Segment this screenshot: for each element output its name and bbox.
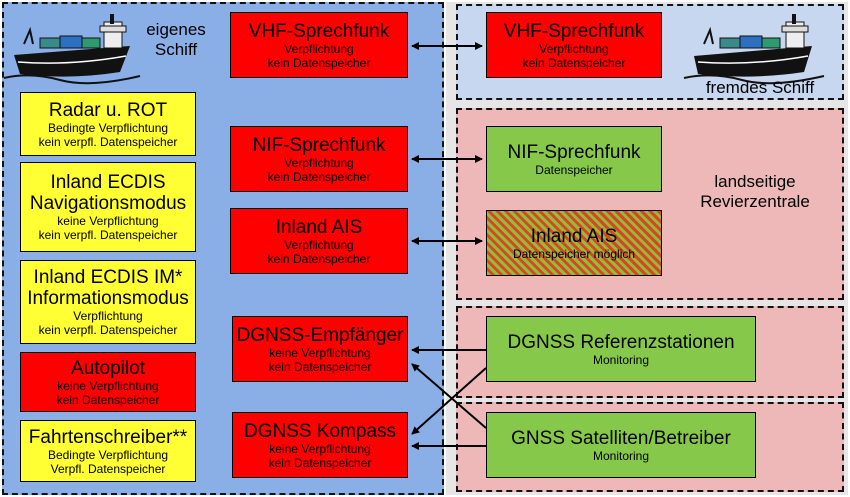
box-title: NIF-Sprechfunk — [252, 134, 386, 156]
box-title: DGNSS Referenzstationen — [507, 331, 735, 353]
box-line: Datenspeicher möglich — [512, 246, 636, 261]
box-line: Monitoring — [592, 352, 650, 367]
foreign-ship-label: fremdes Schiff — [705, 78, 815, 97]
ship-icon-foreign — [683, 14, 825, 85]
box-line: kein verpfl. Datenspeicher — [38, 228, 178, 242]
dgnss-reference-box: DGNSS Referenzstationen Monitoring — [486, 316, 756, 382]
box-line: Bedingte Verpflichtung — [47, 447, 169, 462]
box-title: VHF-Sprechfunk — [503, 20, 645, 42]
box-title: Autopilot — [71, 357, 145, 379]
box-line: kein Datenspeicher — [267, 55, 371, 70]
box-line: keine Verpflichtung — [57, 378, 159, 393]
box-line: keine Verpflichtung — [269, 345, 371, 360]
box-line: Verpflichtung — [284, 155, 354, 170]
inland-ecdis-im-box: Inland ECDIS IM* Informationsmodus Verpf… — [20, 260, 196, 344]
box-line: Verpflichtung — [284, 237, 354, 252]
box-line: keine Verpflichtung — [57, 214, 159, 228]
box-title: VHF-Sprechfunk — [248, 20, 390, 42]
box-line: Verpflichtung — [73, 309, 143, 323]
shore-ais-box: Inland AIS Datenspeicher möglich — [486, 210, 662, 276]
fahrtenschreiber-box: Fahrtenschreiber** Bedingte Verpflichtun… — [20, 420, 196, 482]
own-dgnss-compass-box: DGNSS Kompass keine Verpflichtung kein D… — [232, 412, 408, 478]
box-title: Fahrtenschreiber** — [28, 426, 188, 448]
own-ship-label: eigenes Schiff — [146, 20, 206, 59]
shore-nif-box: NIF-Sprechfunk Datenspeicher — [486, 126, 662, 192]
own-nif-box: NIF-Sprechfunk Verpflichtung kein Datens… — [230, 126, 408, 192]
box-line: Verpfl. Datenspeicher — [50, 461, 166, 476]
box-title: Inland AIS — [275, 216, 363, 238]
box-title: Inland ECDIS Navigationsmodus — [29, 172, 187, 214]
box-title: DGNSS-Empfänger — [236, 324, 404, 346]
box-line: kein verpfl. Datenspeicher — [38, 134, 178, 149]
autopilot-box: Autopilot keine Verpflichtung kein Daten… — [20, 352, 196, 412]
own-dgnss-receiver-box: DGNSS-Empfänger keine Verpflichtung kein… — [232, 316, 408, 382]
box-line: kein Datenspeicher — [268, 359, 372, 374]
box-line: kein Datenspeicher — [267, 251, 371, 266]
gnss-to-receiver-arrow — [411, 363, 487, 429]
radar-rot-box: Radar u. ROT Bedingte Verpflichtung kein… — [20, 92, 196, 156]
gnss-satellite-box: GNSS Satelliten/Betreiber Monitoring — [486, 412, 756, 478]
box-line: Verpflichtung — [539, 41, 609, 56]
box-line: Bedingte Verpflichtung — [47, 120, 169, 135]
box-title: GNSS Satelliten/Betreiber — [511, 427, 731, 449]
box-line: Verpflichtung — [284, 41, 354, 56]
box-line: Datenspeicher — [535, 162, 613, 177]
dgnss-ref-to-compass-arrow — [411, 367, 487, 435]
box-line: kein Datenspeicher — [56, 392, 160, 407]
own-ais-box: Inland AIS Verpflichtung kein Datenspeic… — [230, 208, 408, 274]
box-line: kein verpfl. Datenspeicher — [38, 323, 178, 337]
box-title: Radar u. ROT — [48, 99, 168, 121]
box-title: NIF-Sprechfunk — [507, 141, 641, 163]
foreign-vhf-box: VHF-Sprechfunk Verpflichtung kein Datens… — [486, 12, 662, 78]
box-line: kein Datenspeicher — [522, 55, 626, 70]
box-line: kein Datenspeicher — [268, 455, 372, 470]
own-vhf-box: VHF-Sprechfunk Verpflichtung kein Datens… — [230, 12, 408, 78]
inland-ecdis-nav-box: Inland ECDIS Navigationsmodus keine Verp… — [20, 162, 196, 252]
shore-center-label: landseitige Revierzentrale — [700, 172, 810, 211]
box-title: DGNSS Kompass — [243, 420, 397, 442]
ship-icon-own — [3, 14, 141, 85]
box-line: keine Verpflichtung — [269, 441, 371, 456]
box-title: Inland ECDIS IM* Informationsmodus — [27, 267, 189, 309]
box-line: Monitoring — [592, 448, 650, 463]
box-title: Inland AIS — [530, 225, 618, 247]
box-line: kein Datenspeicher — [267, 169, 371, 184]
